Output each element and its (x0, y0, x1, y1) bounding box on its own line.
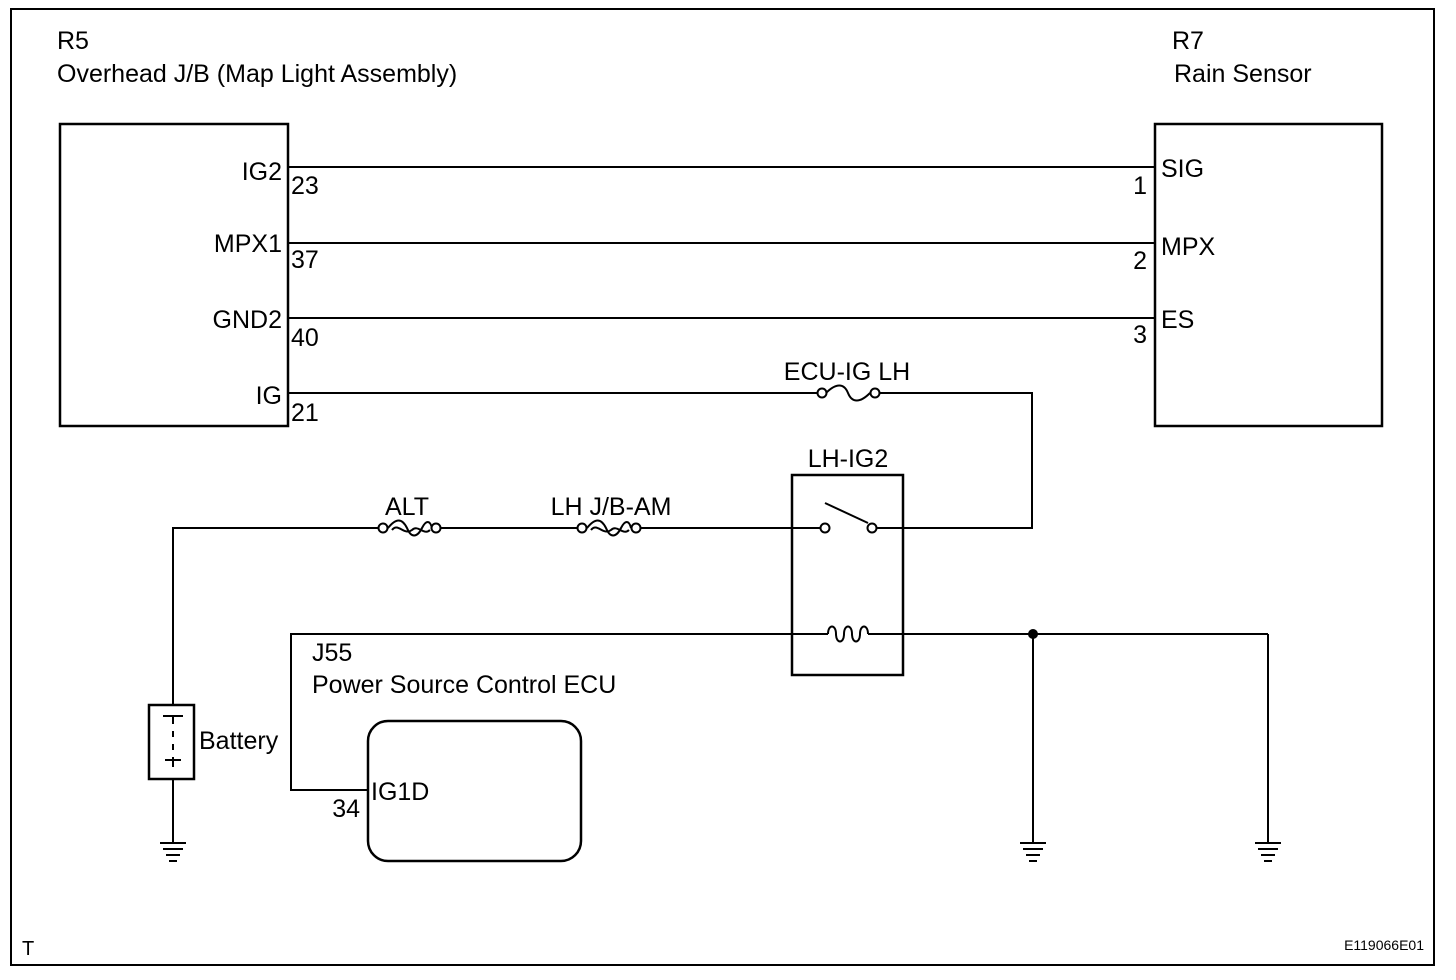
r5-pin-ig-num: 21 (291, 399, 319, 427)
r5-pin-gnd2-name: GND2 (213, 306, 282, 334)
wire-battery-feed (172, 527, 379, 705)
diagram-frame (10, 8, 1435, 966)
j55-power-source-ecu-box (366, 719, 583, 863)
r5-pin-ig2-name: IG2 (242, 158, 282, 186)
relay-switch-contact (819, 502, 878, 534)
r5-pin-gnd2-num: 40 (291, 324, 319, 352)
battery-label: Battery (199, 727, 279, 755)
r5-code: R5 (57, 27, 89, 55)
r5-pin-mpx1-num: 37 (291, 246, 319, 274)
r7-name: Rain Sensor (1174, 60, 1312, 88)
r5-pin-ig-name: IG (256, 382, 282, 410)
r5-name: Overhead J/B (Map Light Assembly) (57, 60, 457, 88)
j55-name: Power Source Control ECU (312, 671, 616, 699)
battery-box (147, 703, 196, 781)
wire-ecu-ig-to-relay (877, 392, 1033, 529)
battery-icon (163, 715, 183, 767)
r7-pin-es-num: 3 (1133, 321, 1147, 349)
footer-figure-id: E119066E01 (1344, 937, 1424, 953)
r7-pin-sig-name: SIG (1161, 155, 1204, 183)
footer-left-mark: T (22, 938, 34, 960)
r5-overhead-jb-box (58, 122, 290, 428)
r7-pin-mpx-num: 2 (1133, 247, 1147, 275)
j55-pin-ig1d-num: 34 (332, 795, 360, 823)
r7-pin-sig-num: 1 (1133, 172, 1147, 200)
r5-pin-mpx1-name: MPX1 (214, 230, 282, 258)
wire-ig1d-to-coil (290, 633, 828, 791)
r5-pin-ig2-num: 23 (291, 172, 319, 200)
r7-pin-es-name: ES (1161, 306, 1194, 334)
r7-code: R7 (1172, 27, 1204, 55)
ground-icon (1020, 842, 1046, 862)
fuse-ecu-ig-lh (816, 384, 881, 402)
relay-coil (827, 625, 869, 643)
r7-pin-mpx-name: MPX (1161, 233, 1216, 261)
fuse-lh-jb-am-label: LH J/B-AM (551, 493, 672, 521)
fuse-lh-jb-am (576, 519, 642, 537)
relay-lh-ig2-box (790, 473, 905, 677)
fuse-alt (377, 519, 442, 537)
fuse-ecu-ig-lh-label: ECU-IG LH (784, 358, 910, 386)
ground-icon (1255, 842, 1281, 862)
j55-pin-ig1d-name: IG1D (371, 778, 429, 806)
r7-rain-sensor-box (1153, 122, 1384, 428)
fuse-alt-label: ALT (385, 493, 429, 521)
j55-code: J55 (312, 639, 352, 667)
ground-icon (160, 842, 186, 862)
relay-lh-ig2-label: LH-IG2 (808, 445, 889, 473)
